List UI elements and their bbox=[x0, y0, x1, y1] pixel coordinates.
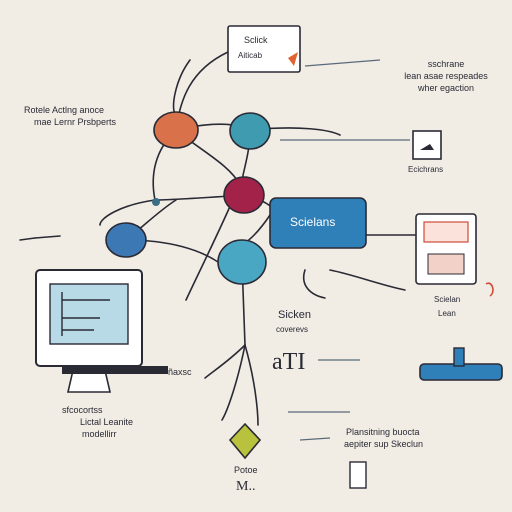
node-crimson bbox=[223, 176, 265, 214]
red-scribble-icon bbox=[485, 282, 494, 297]
monitor-screen bbox=[49, 283, 129, 345]
bottom-left-label-2: Lictal Leanite bbox=[80, 417, 134, 427]
bottom-right-label-1: Plansitning buocta bbox=[346, 427, 420, 437]
right-box-glyph-icon bbox=[420, 144, 434, 150]
top-box-label-2: Aiticab bbox=[238, 51, 263, 60]
left-label-1: Rotele Actlng anoce bbox=[24, 105, 105, 115]
center-small-label: ñaxsc bbox=[168, 367, 192, 377]
top-label-box bbox=[227, 25, 301, 73]
left-label-2: mae Lernr Prsbperts bbox=[34, 117, 117, 127]
right-screen-image bbox=[427, 253, 465, 275]
pen-icon bbox=[349, 461, 367, 489]
top-right-label-2: lean asae respeades bbox=[404, 71, 488, 81]
right-screen-label-2: Lean bbox=[438, 309, 456, 318]
right-mid-label: Ecichrans bbox=[408, 165, 444, 174]
node-teal bbox=[229, 112, 271, 150]
node-diamond bbox=[228, 422, 262, 460]
node-cyan bbox=[217, 239, 267, 285]
blue-device-handle bbox=[453, 347, 465, 367]
bottom-center-label-2: M.. bbox=[236, 479, 256, 494]
monitor-base bbox=[62, 366, 168, 374]
top-box-accent-icon bbox=[288, 52, 298, 66]
right-icon-box bbox=[412, 130, 442, 160]
top-right-label-3: wher egaction bbox=[417, 83, 475, 93]
right-screen-label-1: Scielan bbox=[434, 295, 461, 304]
right-screen-header bbox=[423, 221, 469, 243]
top-right-label-1: sschrane bbox=[427, 59, 465, 69]
center-label-2: coverevs bbox=[276, 325, 309, 334]
center-glyph-label: aTI bbox=[272, 349, 306, 375]
top-box-label-1: Sclick bbox=[244, 35, 268, 45]
bottom-center-label-1: Potoe bbox=[234, 465, 258, 475]
guide-arrows bbox=[280, 59, 410, 441]
scielans-box-label: Scielans bbox=[290, 215, 336, 229]
bottom-right-label-2: aepiter sup Skeclun bbox=[344, 439, 424, 449]
scielans-box bbox=[269, 197, 367, 249]
node-orange bbox=[153, 111, 199, 149]
bottom-left-label-3: modellirr bbox=[82, 429, 117, 439]
node-dot bbox=[152, 198, 160, 206]
bottom-left-label-1: sfcocortss bbox=[62, 405, 103, 415]
node-blue bbox=[105, 222, 147, 258]
center-label-1: Sicken bbox=[278, 309, 312, 321]
monitor-content-lines bbox=[61, 292, 110, 336]
